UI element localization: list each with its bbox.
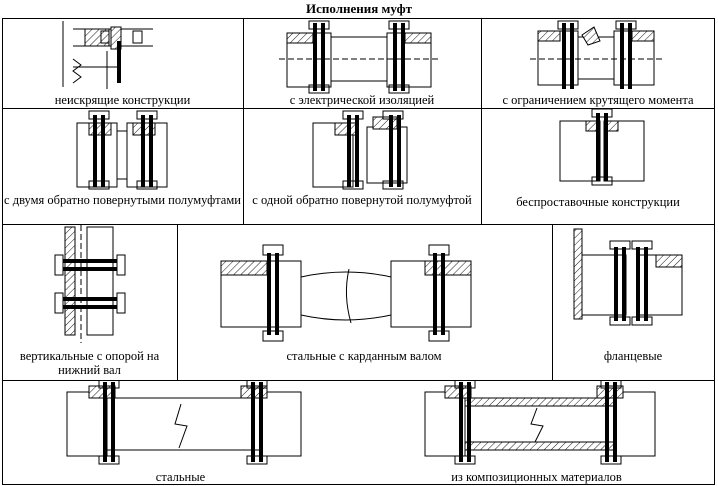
variant-cell-cardan-shaft: стальные с карданным валом	[177, 225, 551, 380]
variant-caption: из композиционных материалов	[451, 470, 622, 484]
column-divider	[481, 19, 482, 224]
variant-cell-sparkproof: неискрящие конструкции	[3, 19, 242, 108]
variant-caption: вертикальные с опорой на нижний вал	[19, 349, 160, 377]
coupling-sparkproof-icon	[62, 21, 153, 89]
variant-cell-insulated: с электрической изоляцией	[243, 19, 481, 108]
variant-caption: беспроставочные конструкции	[516, 195, 680, 209]
column-divider	[552, 224, 553, 380]
variant-caption: с электрической изоляцией	[289, 93, 435, 107]
variant-caption: с ограничением крутящего момента	[502, 93, 694, 107]
column-divider	[177, 224, 178, 380]
coupling-torque-limit-icon	[530, 20, 662, 89]
variant-cell-no-spacer: беспроставочные конструкции	[482, 109, 714, 224]
variant-cell-one-reversed: с одной обратно повернутой полумуфтой	[243, 109, 481, 224]
coupling-vertical-icon	[54, 225, 126, 343]
variant-caption: стальные	[155, 470, 206, 484]
page-title: Исполнения муфт	[306, 1, 412, 16]
variant-caption: с двумя обратно повернутыми полумуфтами	[4, 193, 241, 207]
variant-cell-torque-limit: с ограничением крутящего момента	[482, 19, 714, 108]
coupling-one-reversed-icon	[312, 110, 408, 190]
coupling-no-spacer-icon	[559, 109, 645, 186]
row-divider	[3, 224, 714, 225]
row-divider	[3, 380, 714, 381]
variant-caption: стальные с карданным валом	[286, 349, 442, 363]
variant-cell-two-reversed: с двумя обратно повернутыми полумуфтами	[3, 109, 242, 224]
variant-cell-vertical: вертикальные с опорой на нижний вал	[3, 225, 176, 380]
coupling-cardan-shaft-icon	[220, 244, 472, 342]
variant-caption: неискрящие конструкции	[54, 93, 191, 107]
row-divider	[3, 108, 714, 109]
column-divider	[243, 19, 244, 224]
variant-caption: с одной обратно повернутой полумуфтой	[252, 193, 472, 207]
coupling-variants-table	[2, 18, 715, 485]
variant-cell-steel: стальные	[3, 380, 358, 484]
coupling-steel-icon	[66, 380, 302, 465]
variant-cell-flanged: фланцевые	[552, 225, 714, 380]
coupling-composite-icon	[424, 380, 656, 465]
variant-cell-composite: из композиционных материалов	[359, 380, 714, 484]
coupling-flanged-icon	[573, 228, 683, 326]
coupling-two-reversed-icon	[76, 110, 168, 190]
variant-caption: фланцевые	[603, 349, 663, 363]
coupling-insulated-icon	[279, 20, 439, 94]
